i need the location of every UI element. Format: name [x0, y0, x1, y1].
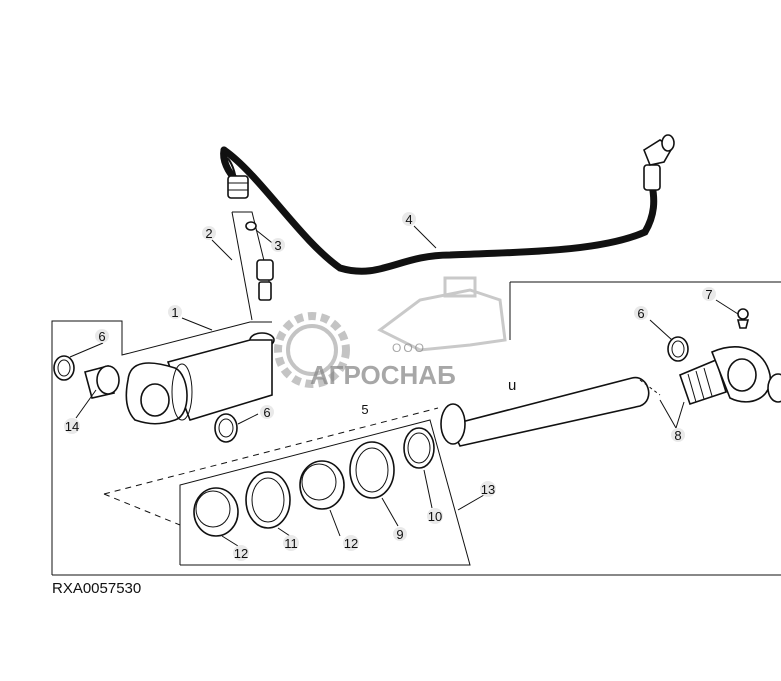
svg-text:7: 7: [705, 287, 712, 302]
watermark-prefix: ООО: [392, 341, 426, 355]
svg-text:1: 1: [171, 305, 178, 320]
callout-2: 2: [202, 226, 216, 241]
watermark-gear-icon: [274, 312, 350, 388]
callout-7: 7: [702, 287, 716, 302]
adapter-fittings: [231, 211, 275, 348]
callout-6-lower: 6: [260, 405, 274, 420]
watermark: ООО АГРОСНАБ u: [274, 276, 516, 394]
callout-13: 13: [480, 481, 496, 497]
svg-text:9: 9: [396, 527, 403, 542]
svg-text:12: 12: [234, 546, 248, 561]
callout-3: 3: [271, 238, 285, 253]
callout-6-right: 6: [634, 306, 648, 321]
callout-5: 5: [361, 402, 368, 417]
svg-text:13: 13: [481, 482, 495, 497]
callouts: 1 2 3 4 5 6 6 6 7: [64, 212, 716, 561]
svg-text:8: 8: [674, 428, 681, 443]
svg-text:11: 11: [284, 536, 298, 551]
callout-9: 9: [393, 527, 407, 542]
callout-6-left: 6: [95, 329, 109, 344]
svg-text:2: 2: [205, 226, 212, 241]
svg-text:4: 4: [405, 212, 412, 227]
seal-kit: [103, 407, 471, 566]
watermark-harvester-icon: [377, 276, 507, 352]
callout-12-left: 12: [233, 545, 249, 561]
diagram-frame: [51, 281, 781, 576]
callout-10: 10: [427, 508, 443, 524]
svg-text:10: 10: [428, 509, 442, 524]
piston-rod: [440, 377, 661, 447]
callout-12-right: 12: [343, 535, 359, 551]
svg-text:6: 6: [263, 405, 270, 420]
svg-text:12: 12: [344, 536, 358, 551]
watermark-brand: АГРОСНАБ: [310, 360, 456, 390]
leader-lines: [69, 225, 739, 547]
svg-text:5: 5: [361, 402, 368, 417]
svg-text:14: 14: [65, 419, 79, 434]
callout-14: 14: [64, 418, 80, 434]
hydraulic-hose: [220, 134, 675, 275]
callout-4: 4: [402, 212, 416, 227]
left-bushing-and-rings: [53, 355, 238, 443]
svg-text:6: 6: [98, 329, 105, 344]
callout-8: 8: [671, 428, 685, 443]
svg-text:6: 6: [637, 306, 644, 321]
cylinder-barrel: [125, 339, 273, 425]
callout-1: 1: [168, 305, 182, 320]
figure-reference-code: RXA0057530: [52, 580, 141, 597]
svg-text:3: 3: [274, 238, 281, 253]
watermark-stray-glyph: u: [508, 377, 516, 394]
callout-11: 11: [283, 535, 299, 551]
rod-end-eye: [667, 308, 781, 406]
